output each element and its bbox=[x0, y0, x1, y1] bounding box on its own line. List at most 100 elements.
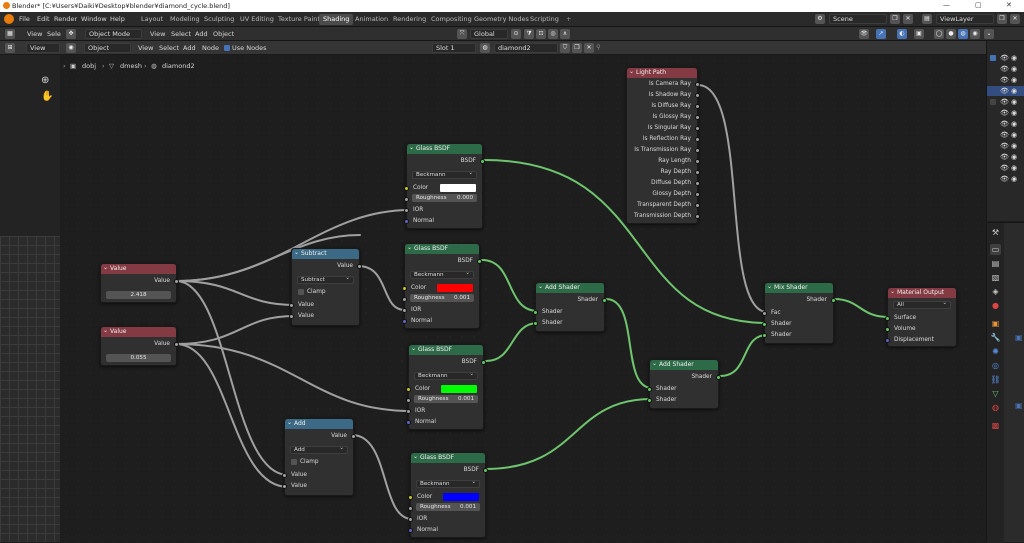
minimize-button[interactable]: — bbox=[943, 1, 950, 9]
render-camera-icon[interactable]: ◉ bbox=[1011, 175, 1018, 183]
add-shader-node-2[interactable]: Add Shader Shader Shader Shader bbox=[647, 359, 721, 409]
modifier-properties-icon[interactable]: 🔧 bbox=[990, 333, 1001, 342]
shader-type-icon[interactable]: ◉ bbox=[66, 43, 76, 53]
particles-properties-icon[interactable]: ✺ bbox=[992, 347, 999, 356]
value-output-socket[interactable] bbox=[174, 279, 179, 284]
material-browse-icon[interactable]: ◍ bbox=[480, 43, 490, 53]
render-camera-icon[interactable]: ◉ bbox=[1011, 120, 1018, 128]
node-menu-node[interactable]: Node bbox=[202, 44, 219, 52]
view-layer-field[interactable]: ViewLayer bbox=[936, 14, 994, 24]
render-camera-icon[interactable]: ◉ bbox=[1011, 76, 1018, 84]
render-camera-icon[interactable]: ◉ bbox=[1011, 87, 1018, 95]
normal-input-socket[interactable] bbox=[408, 528, 413, 533]
outliner-row[interactable]: 👁◉ bbox=[987, 152, 1024, 162]
outliner-row[interactable]: 👁◉ bbox=[987, 163, 1024, 173]
volume-input-socket[interactable] bbox=[885, 327, 890, 332]
use-nodes-checkbox[interactable] bbox=[224, 45, 230, 51]
tab-uv-editing[interactable]: UV Editing bbox=[240, 15, 274, 23]
clamp-checkbox[interactable] bbox=[291, 458, 297, 465]
transform-orientation-dropdown[interactable]: Global bbox=[470, 29, 508, 39]
render-camera-icon[interactable]: ◉ bbox=[1011, 164, 1018, 172]
transform-icon[interactable]: ✥ bbox=[66, 29, 76, 39]
scene-properties-icon[interactable]: ◈ bbox=[992, 287, 999, 296]
glass-bsdf-node-3[interactable]: Glass BSDF BSDF Beckmann Color Roughness… bbox=[406, 344, 486, 430]
output-socket[interactable] bbox=[695, 104, 700, 109]
falloff-icon[interactable]: ∧ bbox=[560, 29, 570, 39]
new-scene-icon[interactable]: ❐ bbox=[890, 14, 900, 24]
tab-sculpting[interactable]: Sculpting bbox=[204, 15, 235, 23]
delete-scene-icon[interactable]: ✕ bbox=[903, 14, 913, 24]
bsdf-output-socket[interactable] bbox=[480, 159, 485, 164]
editor-type-icon[interactable]: ▦ bbox=[5, 29, 15, 39]
material-properties-icon[interactable]: ◍ bbox=[992, 403, 999, 412]
menu-file[interactable]: File bbox=[19, 15, 30, 23]
checkbox-icon[interactable]: ▣ bbox=[1015, 333, 1023, 342]
eye-icon[interactable]: 👁 bbox=[1000, 142, 1009, 150]
output-socket[interactable] bbox=[695, 93, 700, 98]
node-menu-view[interactable]: View bbox=[138, 44, 154, 52]
texture-properties-icon[interactable]: ▩ bbox=[991, 421, 1000, 430]
close-button[interactable]: ✕ bbox=[1006, 1, 1012, 9]
tab-modeling[interactable]: Modeling bbox=[170, 15, 200, 23]
clamp-checkbox[interactable] bbox=[298, 288, 304, 295]
eye-icon[interactable]: 👁 bbox=[1000, 153, 1009, 161]
outliner-row[interactable]: 👁◉ bbox=[987, 97, 1024, 107]
output-socket[interactable] bbox=[695, 203, 700, 208]
color-input-socket[interactable] bbox=[406, 387, 411, 392]
outliner-row[interactable]: 👁◉ bbox=[987, 53, 1024, 63]
shader-input-socket[interactable] bbox=[647, 398, 652, 403]
outliner-row[interactable]: 👁◉ bbox=[987, 174, 1024, 184]
value-node-2[interactable]: Value Value 0.055 bbox=[100, 326, 179, 366]
value-input-socket[interactable] bbox=[282, 484, 287, 489]
gizmo-icon[interactable]: ↗ bbox=[876, 29, 886, 39]
node-menu-add[interactable]: Add bbox=[183, 44, 196, 52]
fake-user-icon[interactable]: ⛉ bbox=[560, 43, 570, 53]
roughness-input-socket[interactable] bbox=[408, 506, 413, 511]
pin-icon[interactable]: ⚲ bbox=[596, 43, 601, 51]
shader-input-socket[interactable] bbox=[762, 333, 767, 338]
render-camera-icon[interactable]: ◉ bbox=[1011, 98, 1018, 106]
value-field[interactable]: 2.418 bbox=[106, 291, 171, 299]
delete-view-layer-icon[interactable]: ✕ bbox=[1010, 14, 1020, 24]
value-node-1[interactable]: Value Value 2.418 bbox=[100, 263, 179, 303]
eye-icon[interactable]: 👁 bbox=[1000, 65, 1009, 73]
outliner-row[interactable]: 👁◉ bbox=[987, 108, 1024, 118]
tab-scripting[interactable]: Scripting bbox=[530, 15, 559, 23]
shader-object-dropdown[interactable]: Object bbox=[84, 43, 131, 53]
eye-icon[interactable]: 👁 bbox=[1000, 54, 1009, 62]
shading-rendered-icon[interactable]: ◉ bbox=[970, 29, 980, 39]
value-output-socket[interactable] bbox=[351, 434, 356, 439]
tab-texture-paint[interactable]: Texture Paint bbox=[278, 15, 320, 23]
pivot-icon[interactable]: ⊙ bbox=[511, 29, 521, 39]
output-properties-icon[interactable]: ▤ bbox=[991, 259, 1000, 268]
color-swatch[interactable] bbox=[440, 184, 476, 192]
shader-input-socket[interactable] bbox=[533, 310, 538, 315]
color-swatch[interactable] bbox=[443, 493, 479, 501]
subtract-node[interactable]: Subtract Value Subtract Clamp Value Valu… bbox=[289, 248, 362, 326]
proportional-edit-icon[interactable]: ◎ bbox=[548, 29, 558, 39]
render-camera-icon[interactable]: ◉ bbox=[1011, 109, 1018, 117]
value-field[interactable]: 0.055 bbox=[106, 354, 171, 362]
shading-solid-icon[interactable]: ● bbox=[946, 29, 956, 39]
ior-input-socket[interactable] bbox=[404, 208, 409, 213]
shader-input-socket[interactable] bbox=[762, 322, 767, 327]
add-shader-node-1[interactable]: Add Shader Shader Shader Shader bbox=[533, 282, 607, 332]
fac-input-socket[interactable] bbox=[762, 311, 767, 316]
menu-edit[interactable]: Edit bbox=[37, 15, 50, 23]
add-workspace-icon[interactable]: + bbox=[566, 15, 572, 23]
ior-input-socket[interactable] bbox=[408, 517, 413, 522]
viewport-menu-view2[interactable]: View bbox=[150, 30, 166, 38]
zoom-icon[interactable]: ⊕ bbox=[41, 75, 50, 86]
checkbox-icon[interactable]: ▣ bbox=[1015, 401, 1023, 410]
output-socket[interactable] bbox=[695, 82, 700, 87]
distribution-dropdown[interactable]: Beckmann bbox=[414, 371, 478, 380]
output-socket[interactable] bbox=[695, 137, 700, 142]
color-input-socket[interactable] bbox=[402, 286, 407, 291]
object-mode-dropdown[interactable]: Object Mode bbox=[85, 29, 142, 39]
normal-input-socket[interactable] bbox=[402, 319, 407, 324]
menu-window[interactable]: Window bbox=[81, 15, 107, 23]
material-name-field[interactable]: diamond2 bbox=[494, 43, 558, 53]
tab-shading[interactable]: Shading bbox=[319, 14, 354, 25]
